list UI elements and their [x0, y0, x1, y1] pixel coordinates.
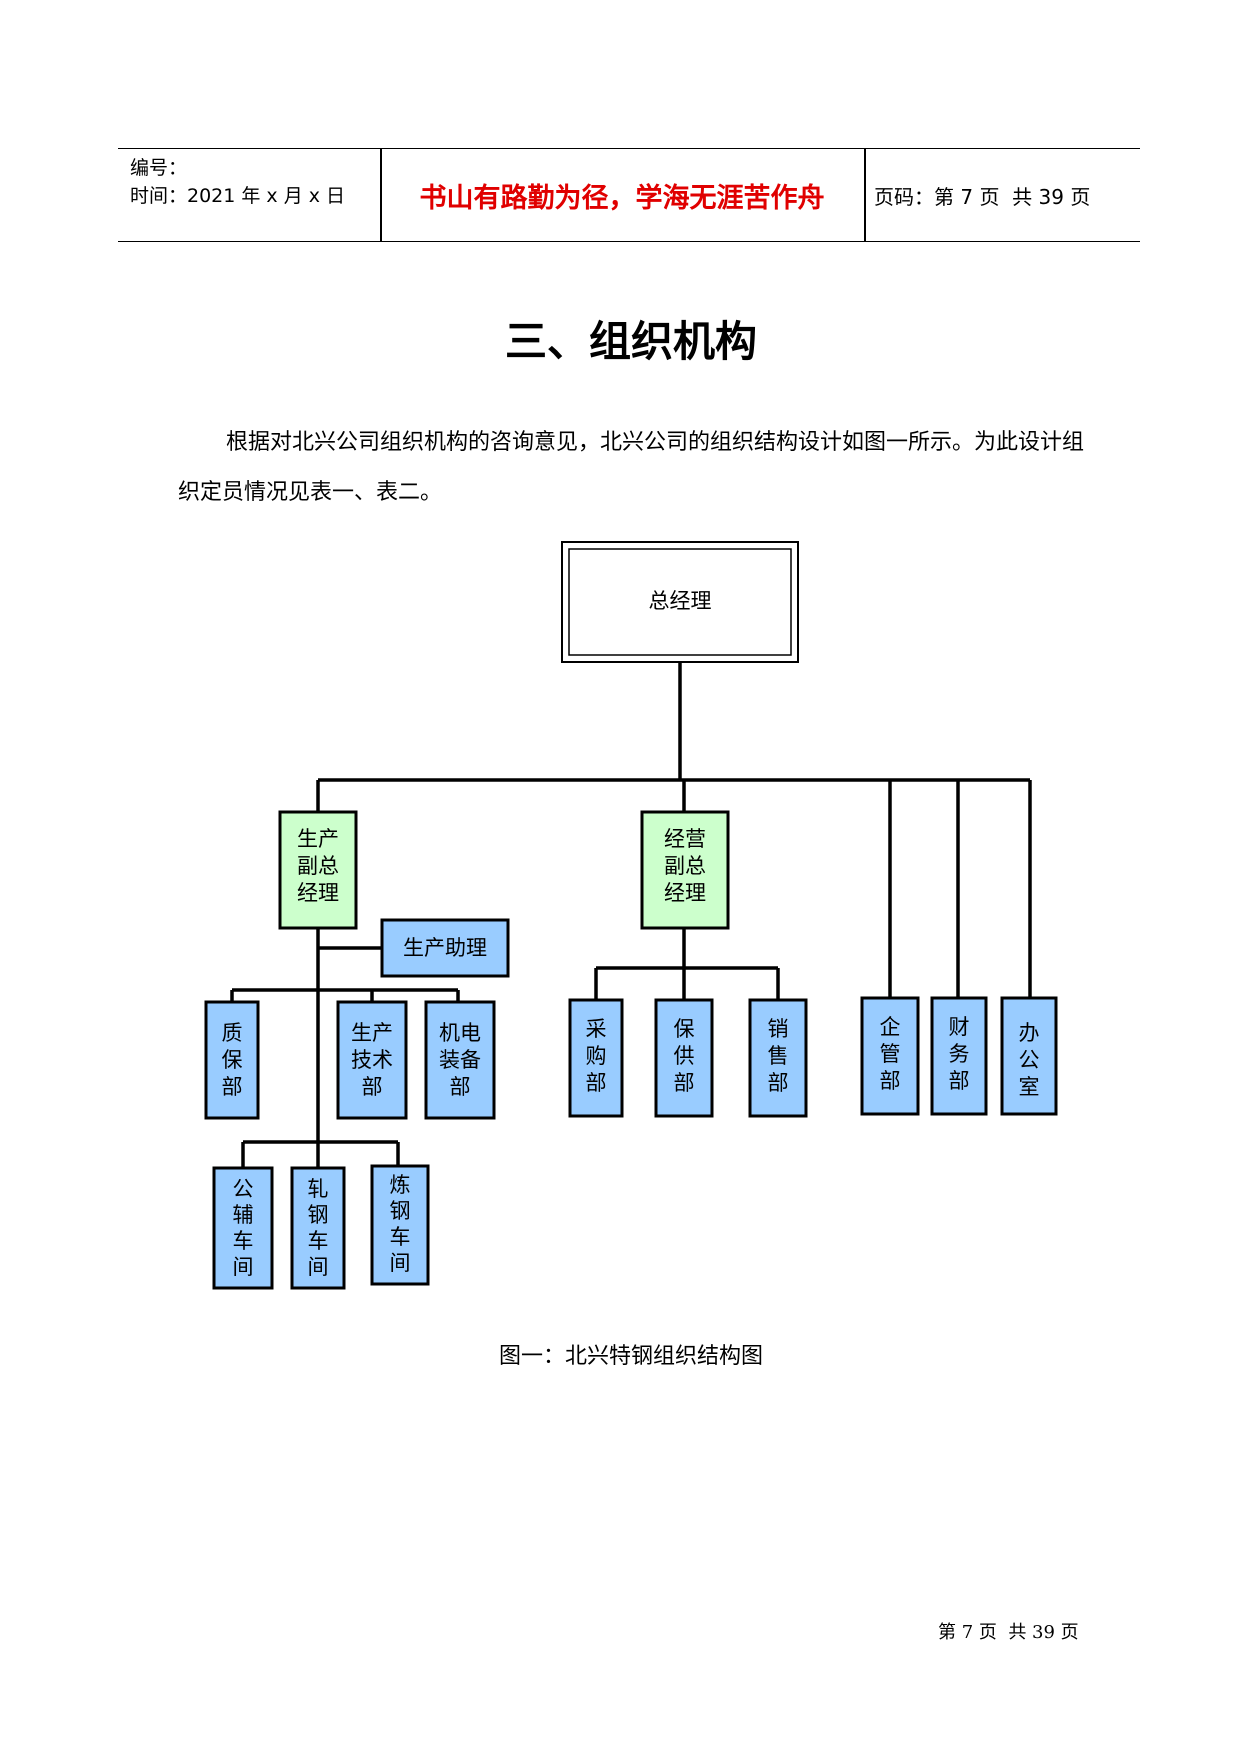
node-char: 部: [222, 1075, 243, 1099]
ceo-box: 总经理: [561, 541, 799, 663]
prod-vp-line2: 副总: [297, 854, 339, 878]
node-char: 钢: [308, 1203, 329, 1227]
prod-vp-line3: 经理: [297, 881, 339, 905]
office-box: 办 公 室: [1000, 996, 1058, 1116]
node-char: 保: [222, 1048, 243, 1072]
node-char: 公: [233, 1177, 254, 1201]
org-chart: 总经理 生产 副总 经理 经营 副总 经理 生产助理 质 保 部 生产 技术 部…: [204, 541, 1058, 1290]
node-char: 部: [949, 1069, 970, 1093]
section-title: 三、组织机构: [504, 317, 757, 366]
sales-dept-box: 销 售 部: [748, 998, 808, 1118]
node-char: 技术: [351, 1048, 393, 1072]
node-char: 部: [586, 1071, 607, 1095]
prod-vp-box: 生产 副总 经理: [278, 810, 358, 930]
aux-workshop-box: 公 辅 车 间: [212, 1166, 274, 1290]
node-char: 采: [586, 1017, 607, 1041]
tech-dept-box: 生产 技术 部: [336, 1000, 408, 1120]
node-char: 财: [949, 1015, 970, 1039]
node-char: 车: [390, 1225, 411, 1249]
supply-dept-box: 保 供 部: [654, 998, 714, 1118]
mech-dept-box: 机电 装备 部: [424, 1000, 496, 1120]
node-char: 务: [949, 1042, 970, 1066]
node-char: 车: [233, 1229, 254, 1253]
sales-vp-line2: 副总: [664, 854, 706, 878]
paragraph-text: 根据对北兴公司组织机构的咨询意见，北兴公司的组织结构设计如图一所示。为此设计组织…: [178, 430, 1085, 505]
header-page-info: 页码：第 7 页 共 39 页: [874, 184, 1091, 209]
node-char: 售: [768, 1044, 789, 1068]
time-label: 时间：2021 年 x 月 x 日: [130, 185, 346, 207]
node-char: 间: [390, 1251, 411, 1275]
node-char: 间: [308, 1255, 329, 1279]
node-char: 车: [308, 1229, 329, 1253]
body-paragraph: 根据对北兴公司组织机构的咨询意见，北兴公司的组织结构设计如图一所示。为此设计组织…: [178, 418, 1090, 518]
node-char: 质: [222, 1021, 243, 1045]
node-char: 办: [1019, 1021, 1040, 1045]
node-char: 钢: [390, 1199, 411, 1223]
node-char: 部: [450, 1075, 471, 1099]
rolling-workshop-box: 轧 钢 车 间: [290, 1166, 346, 1290]
node-char: 生产: [351, 1021, 393, 1045]
node-char: 销: [768, 1017, 789, 1041]
sales-vp-line3: 经理: [664, 881, 706, 905]
node-char: 企: [880, 1015, 901, 1039]
node-char: 部: [768, 1071, 789, 1095]
finance-dept-box: 财 务 部: [930, 996, 988, 1116]
page-footer: 第 7 页 共 39 页: [938, 1622, 1079, 1643]
smelting-workshop-box: 炼 钢 车 间: [370, 1164, 430, 1286]
page-header: 编号： 时间：2021 年 x 月 x 日 书山有路勤为径，学海无涯苦作舟 页码…: [118, 148, 1140, 242]
purchase-dept-box: 采 购 部: [568, 998, 624, 1118]
sales-vp-box: 经营 副总 经理: [640, 810, 730, 930]
number-label: 编号：: [130, 157, 188, 179]
node-char: 装备: [439, 1048, 481, 1072]
figure-caption: 图一：北兴特钢组织结构图: [498, 1344, 763, 1369]
header-divider: [380, 149, 382, 241]
prod-assistant-label: 生产助理: [403, 936, 487, 960]
quality-dept-box: 质 保 部: [204, 1000, 260, 1120]
node-char: 辅: [233, 1203, 254, 1227]
node-char: 部: [880, 1069, 901, 1093]
node-char: 炼: [390, 1173, 411, 1197]
prod-assistant-box: 生产助理: [380, 918, 510, 978]
prod-vp-line1: 生产: [297, 827, 339, 851]
node-char: 部: [674, 1071, 695, 1095]
header-motto: 书山有路勤为径，学海无涯苦作舟: [419, 182, 825, 214]
node-char: 购: [586, 1044, 607, 1068]
node-char: 供: [674, 1044, 695, 1068]
connector-lines: [230, 662, 1032, 1282]
enterprise-mgmt-dept-box: 企 管 部: [860, 996, 920, 1116]
node-char: 公: [1019, 1048, 1040, 1072]
node-char: 轧: [308, 1177, 329, 1201]
node-char: 保: [674, 1017, 695, 1041]
node-char: 间: [233, 1255, 254, 1279]
sales-vp-line1: 经营: [664, 827, 706, 851]
node-char: 管: [880, 1042, 901, 1066]
header-divider: [864, 149, 866, 241]
node-char: 机电: [439, 1021, 481, 1045]
ceo-label: 总经理: [649, 589, 712, 613]
node-char: 室: [1019, 1075, 1040, 1099]
node-char: 部: [362, 1075, 383, 1099]
header-left: 编号： 时间：2021 年 x 月 x 日: [130, 149, 380, 241]
